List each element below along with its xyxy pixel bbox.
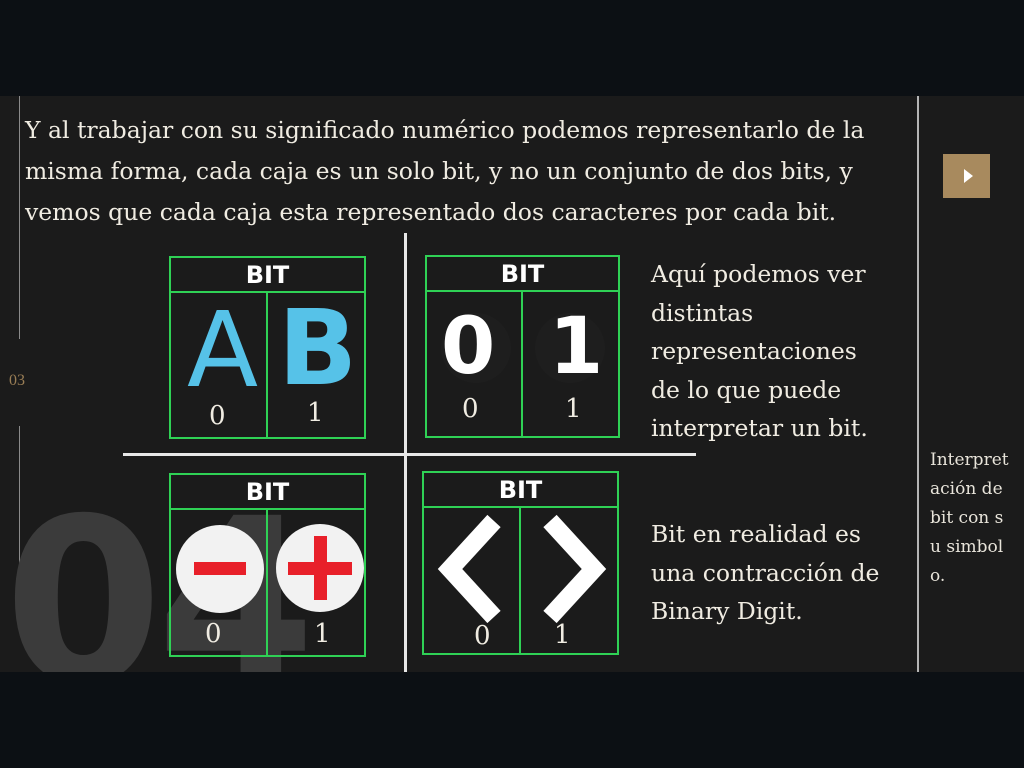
- numeral-shadow: [441, 313, 511, 383]
- binary-digit-text: Bit en realidad es una contracción de Bi…: [651, 520, 880, 625]
- left-divider-bottom: [19, 426, 20, 606]
- bit-box-header: BIT: [427, 257, 618, 292]
- numeral-zero-symbol: 0: [441, 302, 496, 392]
- bit-digit-one: 1: [314, 619, 331, 649]
- bit-box-divider: [266, 508, 268, 655]
- quadrant-vertical-divider: [404, 233, 407, 672]
- slide-number: 03: [9, 372, 25, 389]
- bit-digit-zero: 0: [462, 394, 479, 424]
- bit-digit-one: 1: [565, 394, 582, 424]
- side-note: Interpretación de bit con su simbolo.: [930, 450, 1009, 586]
- slide-watermark-number: 04: [4, 469, 315, 672]
- bit-box-divider: [521, 290, 523, 436]
- bit-box-signs: BIT 0 1: [169, 473, 366, 657]
- intro-paragraph: Y al trabajar con su significado numéric…: [25, 116, 865, 226]
- bit-digit-zero: 0: [205, 619, 222, 649]
- bit-digit-one: 1: [307, 398, 324, 428]
- bit-box-chevrons: BIT 0 1: [422, 471, 619, 655]
- bit-box-divider: [266, 291, 268, 437]
- chevron-right-icon: [543, 514, 607, 623]
- next-slide-button[interactable]: [943, 154, 990, 198]
- plus-icon: [276, 524, 364, 612]
- numeral-shadow: [535, 313, 605, 383]
- minus-icon: [176, 525, 264, 613]
- numeral-one-symbol: 1: [549, 302, 604, 392]
- chevron-left-icon: [437, 514, 501, 623]
- left-divider-top: [19, 96, 20, 339]
- quadrant-horizontal-divider: [123, 453, 696, 456]
- representations-text: Aquí podemos ver distintas representacio…: [651, 260, 868, 442]
- bit-box-letters: BIT A B 0 1: [169, 256, 366, 439]
- letter-a-symbol: A: [187, 289, 259, 411]
- bit-box-header: BIT: [171, 475, 364, 510]
- right-divider: [917, 96, 919, 672]
- letter-b-symbol: B: [278, 287, 358, 409]
- bit-box-header: BIT: [424, 473, 617, 508]
- bit-box-numerals: BIT 0 1 0 1: [425, 255, 620, 438]
- bit-digit-zero: 0: [209, 401, 226, 431]
- slide: 03 04 Y al trabajar con su significado n…: [0, 96, 1024, 672]
- play-icon: [963, 169, 973, 183]
- bit-digit-one: 1: [554, 620, 571, 650]
- bit-box-divider: [519, 506, 521, 653]
- bit-digit-zero: 0: [474, 621, 491, 651]
